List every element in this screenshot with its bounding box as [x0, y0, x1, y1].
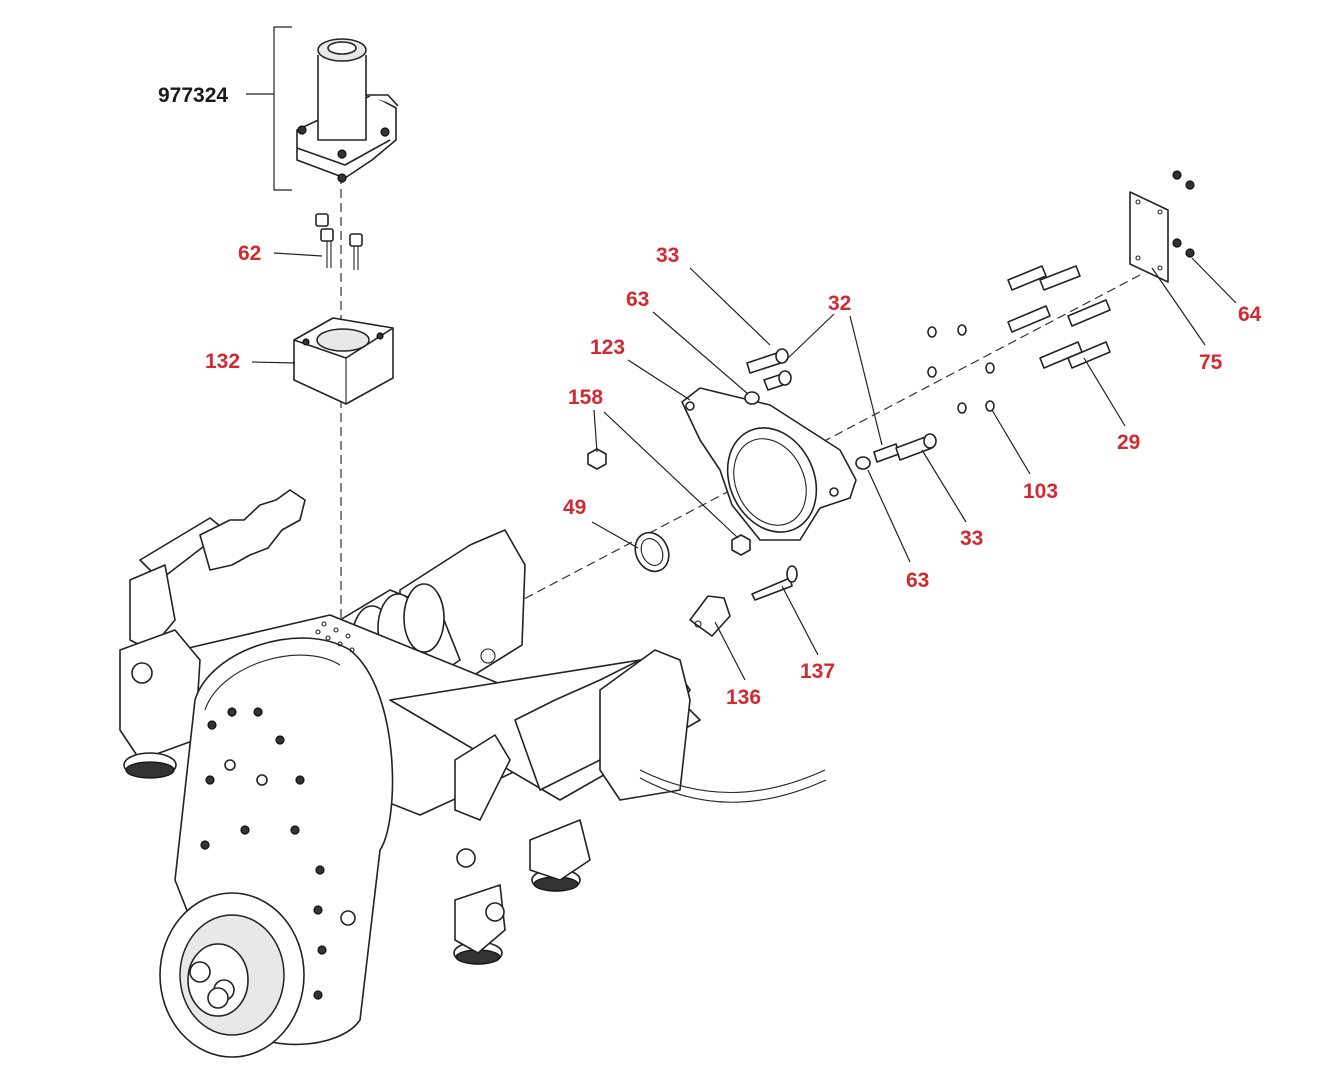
- callout-977324: 977324: [158, 84, 229, 107]
- machine-body: [119, 489, 827, 1058]
- motor-module-977324: [296, 38, 399, 183]
- leader-lines: [251, 252, 1237, 681]
- callout-137: 137: [800, 660, 836, 683]
- washers-103: [927, 324, 995, 414]
- screws-64: [1172, 170, 1195, 258]
- callout-64: 64: [1238, 303, 1262, 326]
- callout-75: 75: [1199, 351, 1223, 374]
- pin-137: [751, 565, 798, 601]
- mount-plate-123: [681, 387, 857, 541]
- callout-158: 158: [568, 386, 604, 409]
- callout-136: 136: [726, 686, 762, 709]
- bracket-136: [689, 595, 731, 637]
- callout-29: 29: [1117, 431, 1141, 454]
- callout-62: 62: [238, 242, 262, 265]
- adapter-block-132: [293, 317, 394, 405]
- callout-63-bottom: 63: [906, 569, 930, 592]
- bolts-33-32: [746, 348, 937, 463]
- assembly-bracket: [246, 26, 292, 191]
- callout-103: 103: [1023, 480, 1059, 503]
- bolts-29: [1007, 265, 1111, 369]
- callout-132: 132: [205, 350, 241, 373]
- small-fasteners: [587, 391, 871, 556]
- screws-62: [315, 213, 363, 270]
- callout-49: 49: [563, 496, 587, 519]
- callout-33-top: 33: [656, 244, 680, 267]
- callout-123: 123: [590, 336, 626, 359]
- callout-33-bottom: 33: [960, 527, 984, 550]
- callout-63-top: 63: [626, 288, 650, 311]
- seal-ring-49: [634, 531, 670, 573]
- callout-32: 32: [828, 292, 852, 315]
- cover-plate-75: [1129, 191, 1169, 283]
